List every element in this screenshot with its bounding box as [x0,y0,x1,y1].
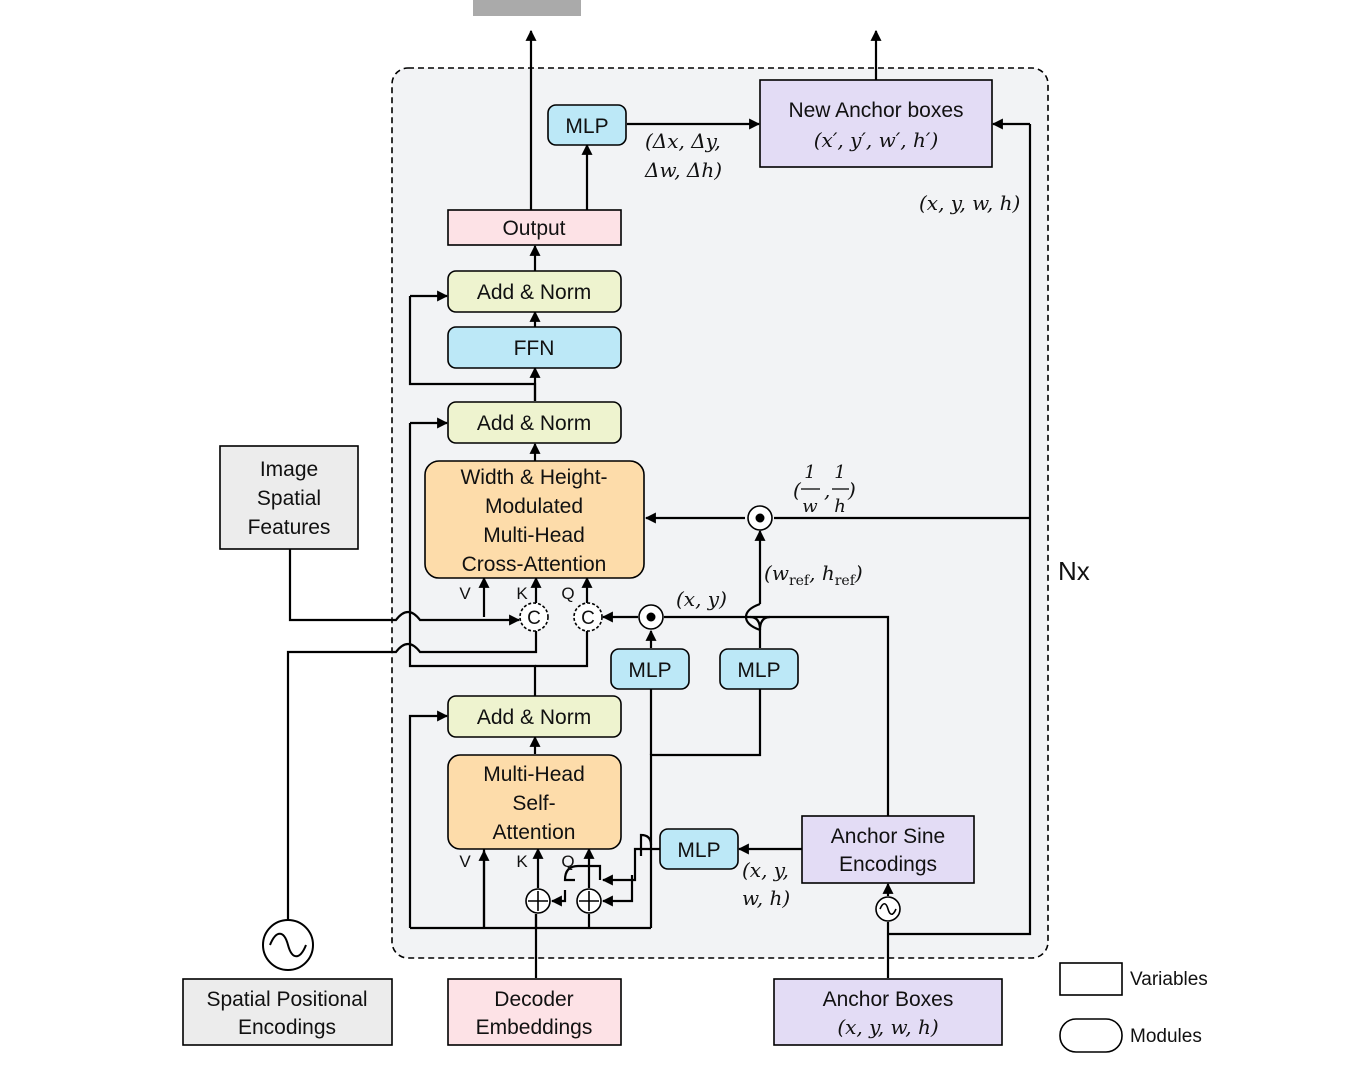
ffn-label: FFN [514,337,555,360]
self-attention-module: Multi-Head Self- Attention [447,754,622,850]
sine-encoding-icon [262,919,314,971]
concat-q-label: C [581,608,595,629]
svg-text:): ) [847,478,856,502]
mlp-top-label: MLP [565,115,608,138]
self-attention-line2: Self- [512,792,555,815]
new-anchor-boxes-label: New Anchor boxes [788,99,963,122]
cross-attention-line3: Multi-Head [483,524,585,547]
svg-text:1: 1 [804,462,815,483]
mlp-bottom-label: MLP [677,839,720,862]
decoder-embeddings-box: Decoder Embeddings [447,978,622,1046]
connection-wires [286,29,1032,978]
svg-text:(: ( [793,478,802,502]
mlp-module-bottom: MLP [659,828,739,870]
add-norm-top-label: Add & Norm [477,281,591,304]
multiply-wh-icon [747,505,773,531]
add-norm-module-middle: Add & Norm [447,401,622,444]
output-label: Output [502,217,565,240]
cross-attention-line2: Modulated [485,495,583,518]
svg-text:h: h [834,496,846,517]
image-spatial-features-box: Image Spatial Features [219,445,359,550]
svg-text:w: w [802,496,818,517]
svg-text:,: , [824,478,830,502]
anchor-sine-encodings-box: Anchor Sine Encodings [801,815,975,884]
cross-attention-k-label: K [516,584,528,603]
legend-modules-label: Modules [1130,1026,1202,1047]
add-norm-module-bottom: Add & Norm [447,695,622,738]
spatial-positional-encodings-box: Spatial Positional Encodings [182,978,393,1046]
add-k-icon [525,888,551,914]
image-spatial-features-line1: Image [260,458,318,481]
concat-k-icon: C [519,602,549,632]
svg-text:1: 1 [834,462,845,483]
anchor-sine-encodings-line1: Anchor Sine [831,825,945,848]
multiply-xy-icon [638,604,664,630]
new-anchor-boxes-box: New Anchor boxes (x′, y′, w′, h′) [759,79,993,168]
spatial-positional-encodings-line2: Encodings [238,1016,336,1039]
xy-wh-label-line1: (x, y, [742,858,789,882]
anchor-sine-encodings-line2: Encodings [839,853,937,876]
anchor-sine-icon [875,896,901,922]
self-attention-q-label: Q [561,852,574,871]
mlp-right-label: MLP [737,659,780,682]
legend-variables-label: Variables [1130,969,1208,990]
decoder-embeddings-line1: Decoder [494,988,573,1011]
xy-wh-label-line2: w, h) [742,886,790,910]
inverse-wh-label: ( 1 w , 1 h ) [793,462,856,517]
concat-q-icon: C [573,602,603,632]
anchor-boxes-label: Anchor Boxes [823,988,954,1011]
new-anchor-boxes-math: (x′, y′, w′, h′) [814,128,939,152]
mlp-module-right: MLP [719,648,799,690]
add-q-icon [576,888,602,914]
delta-label-line2: Δw, Δh) [644,158,722,182]
self-attention-v-label: V [459,852,471,871]
add-norm-middle-label: Add & Norm [477,412,591,435]
add-norm-module-top: Add & Norm [447,270,622,313]
ffn-module: FFN [447,326,622,369]
nx-label: Nx [1058,556,1090,586]
self-attention-line3: Attention [493,821,576,844]
legend: Variables Modules [1059,962,1208,1053]
self-attention-k-label: K [516,852,528,871]
output-box: Output [447,209,622,246]
delta-label-line1: (Δx, Δy, [645,129,721,153]
decoder-embeddings-line2: Embeddings [476,1016,593,1039]
legend-modules-swatch [1059,1018,1123,1053]
spatial-positional-encodings-line1: Spatial Positional [206,988,367,1011]
mlp-module-top: MLP [547,104,627,146]
xywh-label: (x, y, w, h) [919,191,1020,215]
cross-attention-line4: Cross-Attention [462,553,607,576]
image-spatial-features-line2: Spatial [257,487,321,510]
legend-variables-swatch [1059,962,1123,996]
add-norm-bottom-label: Add & Norm [477,706,591,729]
cross-attention-v-label: V [459,584,471,603]
concat-k-label: C [527,608,541,629]
self-attention-line1: Multi-Head [483,763,585,786]
image-spatial-features-line3: Features [248,516,331,539]
anchor-boxes-box: Anchor Boxes (x, y, w, h) [773,978,1003,1046]
mlp-left-label: MLP [628,659,671,682]
cropped-top-element [473,0,581,16]
cross-attention-line1: Width & Height- [460,466,607,489]
anchor-boxes-math: (x, y, w, h) [837,1015,938,1039]
cross-attention-q-label: Q [561,584,574,603]
cross-attention-module: Width & Height- Modulated Multi-Head Cro… [424,460,645,579]
mlp-module-left: MLP [610,648,690,690]
xy-label: (x, y) [676,587,727,611]
